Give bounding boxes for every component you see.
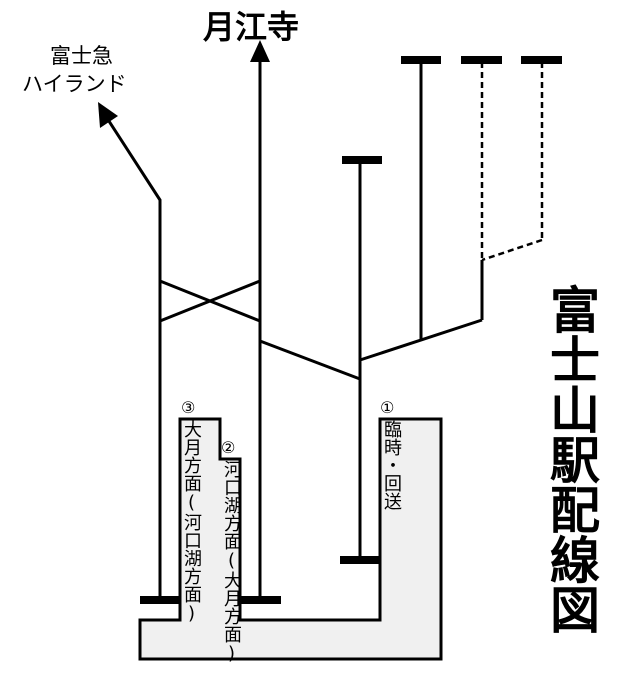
bumper <box>342 156 382 164</box>
crossover-b <box>159 279 261 323</box>
platform-3-label: 大月方面(河口湖方面) <box>181 420 202 624</box>
destination-left-line2: ハイランド <box>22 72 127 96</box>
platform-2-label: 河口湖方面(大月方面) <box>221 460 242 664</box>
bumper <box>340 556 380 564</box>
siding-3-connector-planned <box>481 238 543 262</box>
bumper <box>241 596 281 604</box>
platform-1-label: 臨時・回送 <box>381 420 402 510</box>
platform <box>138 417 443 661</box>
diagram-title: 富士山駅配線図 <box>542 284 600 634</box>
platform-1-number: ① <box>380 398 395 417</box>
bumper <box>521 56 562 64</box>
arrow-upleft-icon <box>98 102 118 128</box>
track-3 <box>103 114 162 600</box>
bumper <box>401 56 441 64</box>
bumper <box>140 596 180 604</box>
bumper <box>461 56 502 64</box>
track-connector <box>259 339 361 381</box>
arrow-up-icon <box>250 40 270 62</box>
platform-2-number: ② <box>221 438 236 457</box>
platform-3-number: ③ <box>181 398 196 417</box>
destination-top: 月江寺 <box>203 8 300 46</box>
destination-left-line1: 富士急 <box>50 44 113 68</box>
